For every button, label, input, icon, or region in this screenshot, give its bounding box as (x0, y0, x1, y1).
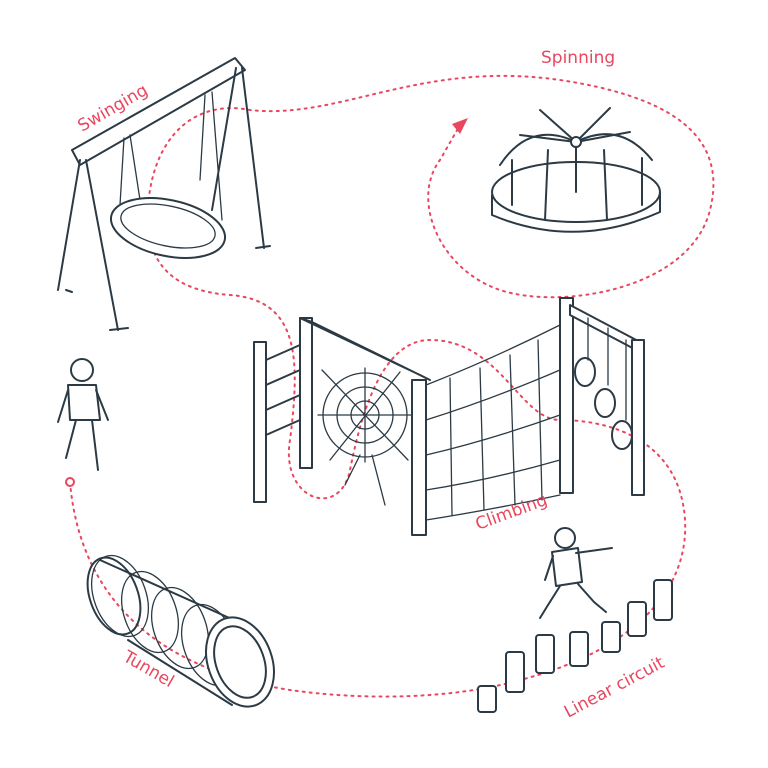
route-start-dot (65, 477, 75, 487)
walking-child (57, 358, 109, 471)
tunnel (86, 554, 275, 708)
label-spinning: Spinning (541, 48, 615, 68)
spider-web-net (317, 367, 413, 506)
climbing-frame (253, 297, 645, 536)
route-path (65, 74, 715, 698)
route-arrow-icon (452, 118, 468, 134)
jumping-child (539, 527, 613, 619)
stepping-posts (477, 579, 673, 713)
merry-go-round (491, 107, 661, 233)
swing-set (57, 57, 271, 331)
cargo-net (425, 324, 561, 521)
label-climbing: Climbing (473, 490, 550, 534)
